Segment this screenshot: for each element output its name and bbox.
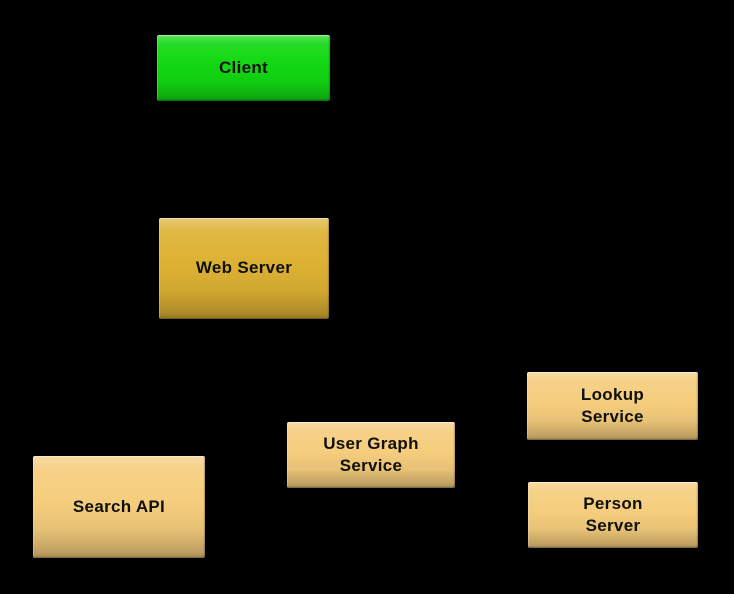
node-search-api-label: Search API (72, 496, 166, 516)
node-lookup-service: Lookup Service (527, 372, 698, 440)
node-search-api: Search API (33, 456, 205, 558)
node-person-server: Person Server (528, 482, 698, 548)
node-web-server: Web Server (159, 218, 329, 319)
node-user-graph-service-label: User Graph Service (323, 433, 419, 475)
node-person-server-label: Person Server (583, 493, 643, 535)
node-web-server-label: Web Server (195, 258, 293, 278)
node-lookup-service-label: Lookup Service (580, 384, 645, 426)
node-user-graph-service: User Graph Service (287, 422, 455, 488)
node-client-label: Client (218, 57, 269, 77)
node-client: Client (157, 35, 330, 101)
